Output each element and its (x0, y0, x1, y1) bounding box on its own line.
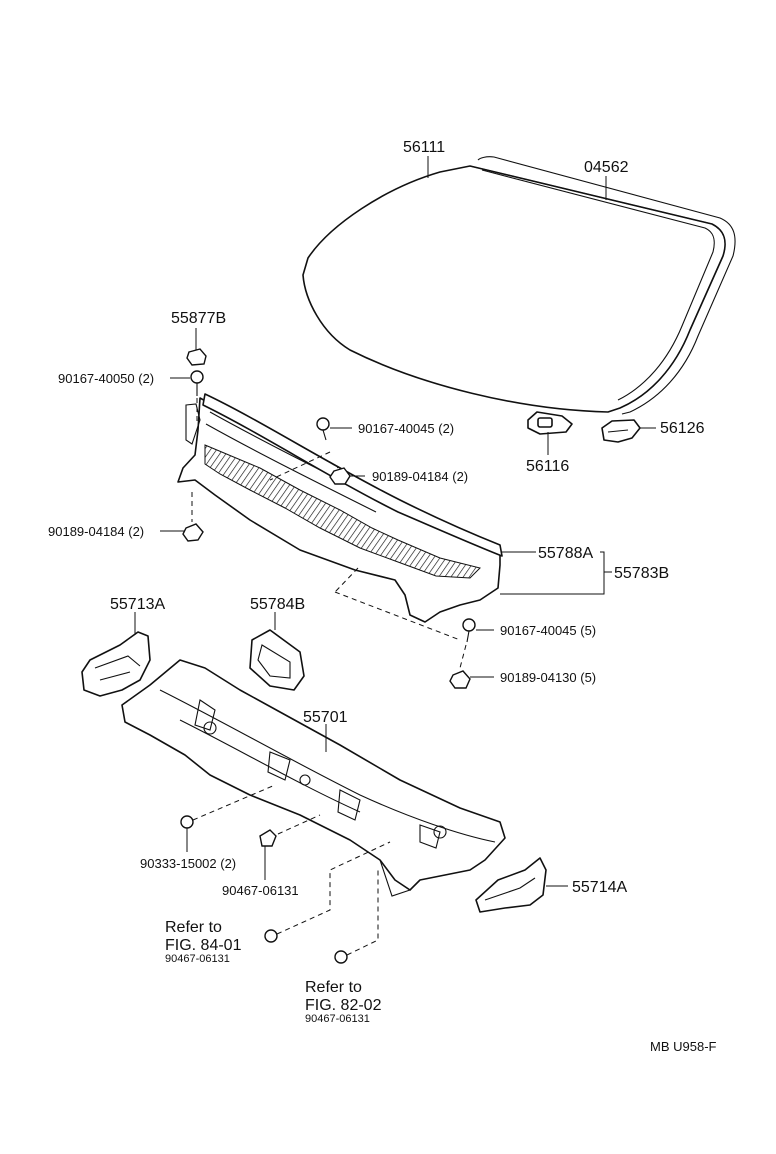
label-windshield-glass: 56111 (403, 139, 445, 156)
label-nut-90189-04130: 90189-04130 (5) (500, 670, 596, 685)
windshield-moulding (469, 156, 736, 415)
label-bracket-56126: 56126 (660, 420, 705, 437)
cowl-panel-55701 (121, 659, 506, 897)
label-ref-84-part: 90467-06131 (165, 953, 230, 965)
windshield-glass (302, 165, 726, 413)
label-plug-90333-15002: 90333-15002 (2) (140, 856, 236, 871)
label-clip-90467-06131: 90467-06131 (222, 883, 299, 898)
footer-code: MB U958-F (650, 1039, 717, 1054)
label-screw-90167-40045-b: 90167-40045 (5) (500, 623, 596, 638)
label-ref-84-line2: FIG. 84-01 (165, 937, 242, 954)
nut-90189-04184-b (182, 523, 204, 542)
plug-90333-15002 (180, 815, 194, 829)
label-cowl-louver: 55783B (614, 565, 669, 582)
label-clip-55877b: 55877B (171, 310, 226, 327)
side-panel-55714a (475, 857, 547, 913)
label-ref-82-part: 90467-06131 (305, 1013, 370, 1025)
clip-90467-06131 (259, 829, 277, 847)
screw-90167-40045-b (462, 618, 476, 643)
label-pad-55784b: 55784B (250, 596, 305, 613)
side-panel-55713a (81, 631, 151, 697)
label-side-panel-55713a: 55713A (110, 596, 165, 613)
clip-55877b (186, 348, 207, 366)
clip-ref-84-01 (264, 929, 278, 943)
label-windshield-moulding: 04562 (584, 159, 629, 176)
label-ref-82-line1: Refer to (305, 979, 362, 996)
nut-90189-04130 (449, 670, 471, 689)
label-seal-55788a: 55788A (538, 545, 593, 562)
clip-ref-82-02 (334, 950, 348, 964)
seal-55788a (202, 393, 503, 557)
nut-90189-04184-a (329, 467, 351, 485)
screw-90167-40045-a (316, 417, 330, 441)
label-bracket-56116: 56116 (526, 458, 569, 475)
label-screw-90167-40050: 90167-40050 (2) (58, 371, 154, 386)
bracket-56116 (527, 411, 573, 435)
label-screw-90167-40045-a: 90167-40045 (2) (358, 421, 454, 436)
screw-90167-40050 (190, 370, 204, 396)
label-cowl-panel-55701: 55701 (303, 709, 348, 726)
bracket-56126 (601, 419, 641, 443)
label-side-panel-55714a: 55714A (572, 879, 627, 896)
label-ref-82-line2: FIG. 82-02 (305, 997, 382, 1014)
pad-55784b (249, 629, 305, 691)
label-nut-90189-04184-a: 90189-04184 (2) (372, 469, 468, 484)
label-ref-84-line1: Refer to (165, 919, 222, 936)
label-nut-90189-04184-b: 90189-04184 (2) (48, 524, 144, 539)
